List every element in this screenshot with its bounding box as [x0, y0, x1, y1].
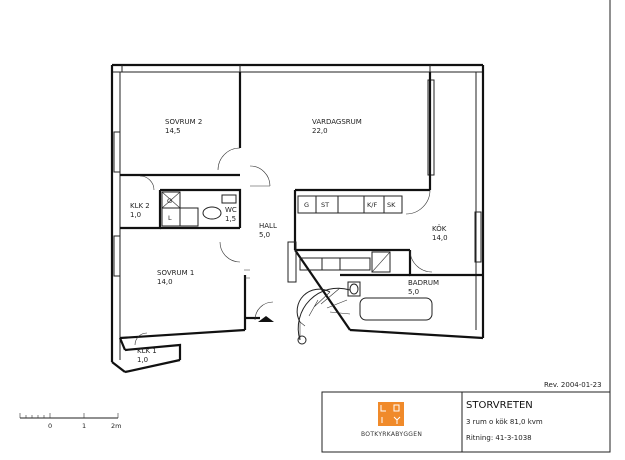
- room-label-klk1: KLK 1: [137, 347, 157, 355]
- project-name: STORVRETEN: [466, 400, 533, 411]
- wardrobe-l-label: L: [168, 214, 172, 222]
- room-label-klk2: KLK 2: [130, 202, 150, 210]
- fixtures: [161, 191, 433, 321]
- room-area-vardagsrum: 22,0: [312, 127, 328, 135]
- entrance-arrow-icon: [258, 316, 274, 322]
- room-area-sovrum1: 14,0: [157, 278, 173, 286]
- room-area-badrum: 5,0: [408, 288, 419, 296]
- drawing-number: Ritning: 41-3-1038: [466, 434, 532, 442]
- fridge-freezer-label: K/F: [367, 201, 377, 209]
- scale-label-1: 1: [82, 422, 86, 430]
- title-block: BOTKYRKABYGGEN STORVRETEN 3 rum o kök 81…: [321, 391, 611, 453]
- spiral-stair: [296, 287, 351, 345]
- stove-label: ST: [321, 201, 329, 209]
- company-logo-text: BOTKYRKABYGGEN: [361, 431, 422, 438]
- exterior-walls: [110, 63, 485, 374]
- scale-label-0: 0: [48, 422, 52, 430]
- room-area-hall: 5,0: [259, 231, 270, 239]
- room-label-kok: KÖK: [432, 224, 447, 233]
- room-area-wc: 1,5: [225, 215, 236, 223]
- apartment-description: 3 rum o kök 81,0 kvm: [466, 418, 543, 426]
- company-logo: BOTKYRKABYGGEN: [361, 402, 422, 438]
- revision-date: Rev. 2004-01-23: [544, 381, 602, 389]
- wardrobe-g-label: G: [167, 197, 172, 205]
- room-area-klk1: 1,0: [137, 356, 148, 364]
- appliance-labels: G L G ST K/F SK: [167, 197, 396, 222]
- windows: [113, 79, 482, 277]
- kitchen-g-label: G: [304, 201, 309, 209]
- scale-bar: 0 1 2m: [19, 413, 121, 430]
- room-label-wc: WC: [225, 206, 237, 214]
- sink-label: SK: [387, 201, 396, 209]
- scale-label-2: 2m: [111, 422, 121, 430]
- room-area-kok: 14,0: [432, 234, 448, 242]
- interior-walls: [118, 72, 483, 360]
- room-label-hall: HALL: [259, 222, 277, 230]
- room-labels: SOVRUM 2 14,5 VARDAGSRUM 22,0 KLK 2 1,0 …: [130, 118, 448, 364]
- room-label-sovrum1: SOVRUM 1: [157, 269, 194, 277]
- doors: [134, 147, 433, 346]
- room-label-badrum: BADRUM: [408, 279, 439, 287]
- room-area-klk2: 1,0: [130, 211, 141, 219]
- room-label-sovrum2: SOVRUM 2: [165, 118, 202, 126]
- room-label-vardagsrum: VARDAGSRUM: [312, 118, 362, 126]
- room-area-sovrum2: 14,5: [165, 127, 181, 135]
